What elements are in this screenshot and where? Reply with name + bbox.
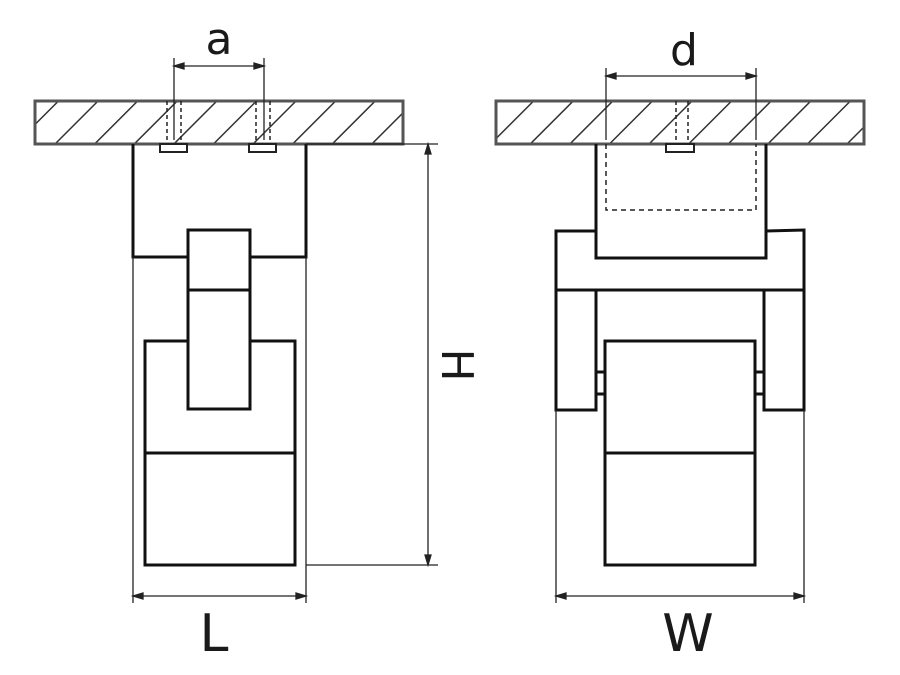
lamp-bracket-front xyxy=(554,228,806,567)
right-view: d W xyxy=(494,25,866,664)
left-view: a H L xyxy=(33,14,482,664)
dimension-w xyxy=(553,410,807,603)
dimension-a xyxy=(171,58,267,140)
dimension-d xyxy=(603,68,759,140)
mounting-screw-right xyxy=(675,101,689,144)
screw-head-right xyxy=(665,143,695,153)
dimension-l xyxy=(130,257,309,603)
label-a: a xyxy=(206,14,233,65)
label-d: d xyxy=(670,25,698,76)
dimension-h xyxy=(306,141,438,568)
lamp-base-front xyxy=(594,144,768,260)
mounting-screws-left xyxy=(166,101,271,144)
label-l: L xyxy=(200,604,229,664)
ceiling-slab-left xyxy=(33,99,405,146)
screw-heads-left xyxy=(159,143,277,153)
ceiling-slab-right xyxy=(494,99,866,146)
hidden-mount-outline xyxy=(605,144,757,211)
lamp-body-side xyxy=(131,144,308,567)
label-h: H xyxy=(431,348,482,381)
label-w: W xyxy=(662,604,713,664)
